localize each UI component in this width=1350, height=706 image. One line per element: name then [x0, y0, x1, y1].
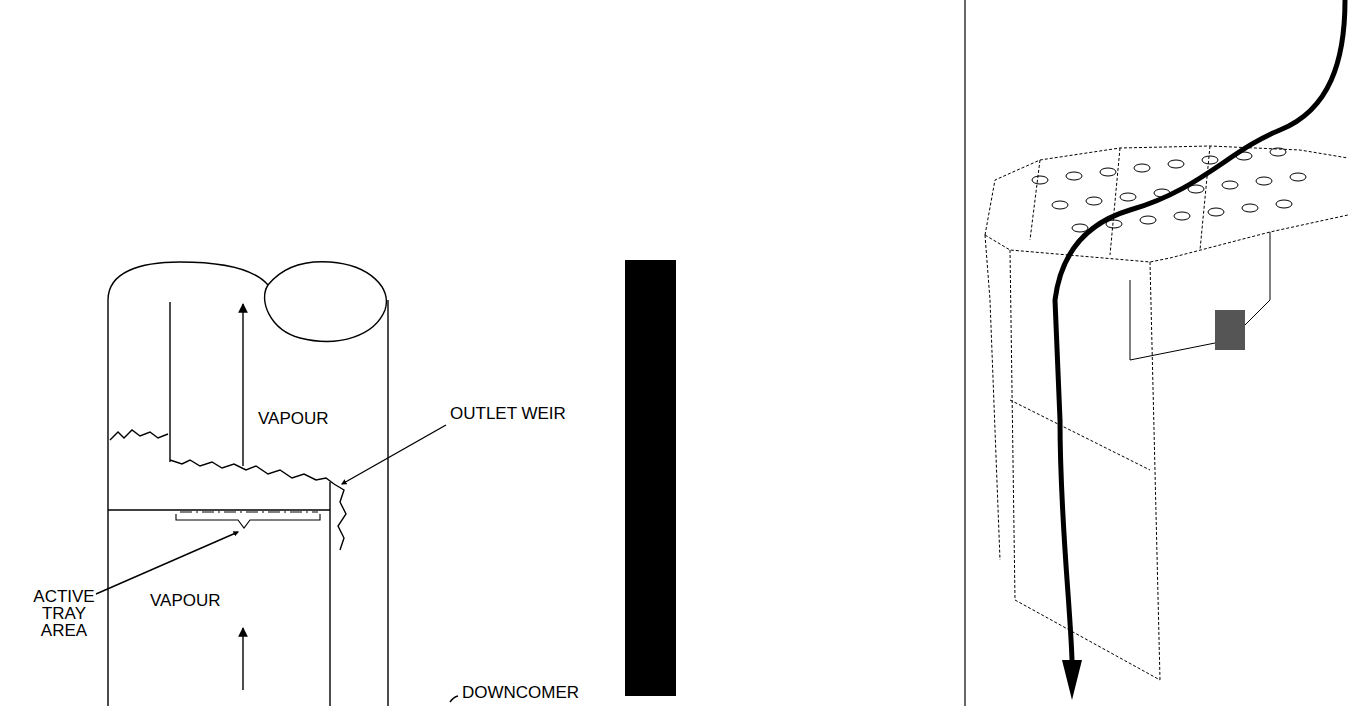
vapour-arrow	[242, 628, 243, 690]
part-label: DOWNCOMER	[462, 684, 579, 701]
weir-box	[1130, 232, 1270, 360]
column-wall	[387, 300, 388, 706]
valve-hole	[1202, 156, 1218, 164]
weir-shade	[1215, 310, 1245, 350]
tray-edge	[985, 146, 1348, 235]
part-label: ACTIVE TRAY AREA	[28, 588, 100, 639]
valve-hole	[1052, 201, 1068, 209]
tray-deck	[108, 509, 330, 510]
panel-divider	[964, 0, 965, 706]
flow-arrowhead	[1062, 660, 1082, 700]
valve-hole	[1276, 200, 1292, 208]
downcomer-plate	[1150, 262, 1160, 680]
column-top	[265, 262, 387, 342]
black-bar	[625, 260, 676, 696]
downcomer-plate	[1010, 250, 1160, 680]
column-top	[108, 262, 268, 706]
valve-hole	[1140, 216, 1156, 224]
valve-hole	[1270, 148, 1286, 156]
valve-hole	[1120, 193, 1136, 201]
flow-label: VAPOUR	[258, 410, 329, 427]
valve-hole	[1256, 177, 1272, 185]
valve-hole	[1072, 224, 1088, 232]
part-label: OUTLET WEIR	[450, 405, 566, 422]
valve-hole	[1032, 176, 1048, 184]
tray-edge	[985, 215, 1348, 262]
leader-line	[96, 532, 238, 594]
liquid-surface	[170, 460, 334, 484]
valve-hole	[1134, 164, 1150, 172]
valve-hole	[1066, 172, 1082, 180]
leader-line	[342, 425, 446, 484]
tray-panel-seam	[1030, 146, 1210, 255]
centre-line	[180, 512, 318, 513]
plate-seam	[1010, 400, 1150, 470]
flow-arrow	[1055, 0, 1345, 660]
valve-hole	[1168, 160, 1184, 168]
liquid-surface	[110, 430, 168, 440]
flow-label: VAPOUR	[150, 592, 221, 609]
downcomer-side	[985, 235, 1000, 560]
vapour-arrow	[242, 304, 243, 466]
valve-hole	[1290, 173, 1306, 181]
leader-line	[450, 696, 458, 702]
downcomer-wall	[329, 482, 330, 706]
valve-hole	[1208, 208, 1224, 216]
inlet-baffle	[169, 302, 170, 462]
valve-hole	[1242, 204, 1258, 212]
valve-hole	[1174, 212, 1190, 220]
area-bracket	[176, 514, 320, 528]
valve-hole	[1100, 168, 1116, 176]
liquid-spill	[334, 484, 346, 550]
valve-hole	[1086, 197, 1102, 205]
valve-hole	[1222, 181, 1238, 189]
